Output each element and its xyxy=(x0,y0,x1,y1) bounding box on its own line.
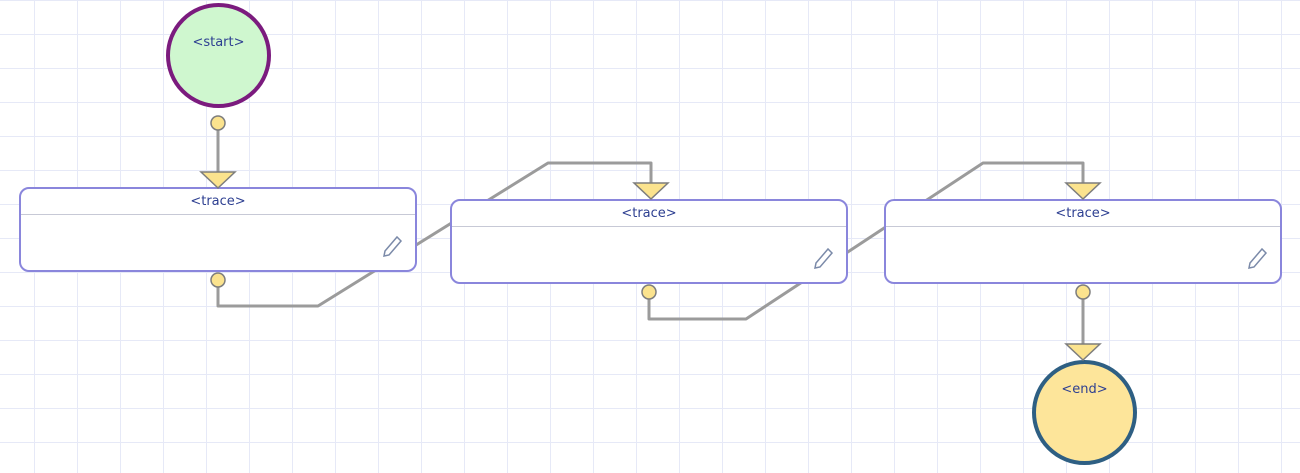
connector-trace-2-to-trace-3 xyxy=(647,161,1085,321)
trace-node-3[interactable]: <trace> xyxy=(884,199,1282,284)
trace-node-2[interactable]: <trace> xyxy=(450,199,848,284)
connector-trace-1-to-trace-2 xyxy=(216,161,653,308)
trace-node-title: <trace> xyxy=(886,201,1280,227)
trace-2-input-port[interactable] xyxy=(632,182,670,201)
trace-node-title: <trace> xyxy=(452,201,846,227)
trace-node-title: <trace> xyxy=(21,189,415,215)
pencil-icon[interactable] xyxy=(1246,245,1270,269)
trace-1-input-port[interactable] xyxy=(199,171,237,190)
end-label: <end> xyxy=(1061,382,1108,397)
trace-node-1[interactable]: <trace> xyxy=(19,187,417,272)
start-node[interactable]: <start> xyxy=(166,3,271,108)
pencil-icon[interactable] xyxy=(381,233,405,257)
end-input-port[interactable] xyxy=(1064,343,1102,362)
end-node[interactable]: <end> xyxy=(1032,360,1137,465)
start-output-port[interactable] xyxy=(210,115,226,131)
trace-3-input-port[interactable] xyxy=(1064,182,1102,201)
pencil-icon[interactable] xyxy=(812,245,836,269)
trace-3-output-port[interactable] xyxy=(1075,284,1091,300)
trace-2-output-port[interactable] xyxy=(641,284,657,300)
trace-1-output-port[interactable] xyxy=(210,272,226,288)
start-label: <start> xyxy=(192,35,245,50)
